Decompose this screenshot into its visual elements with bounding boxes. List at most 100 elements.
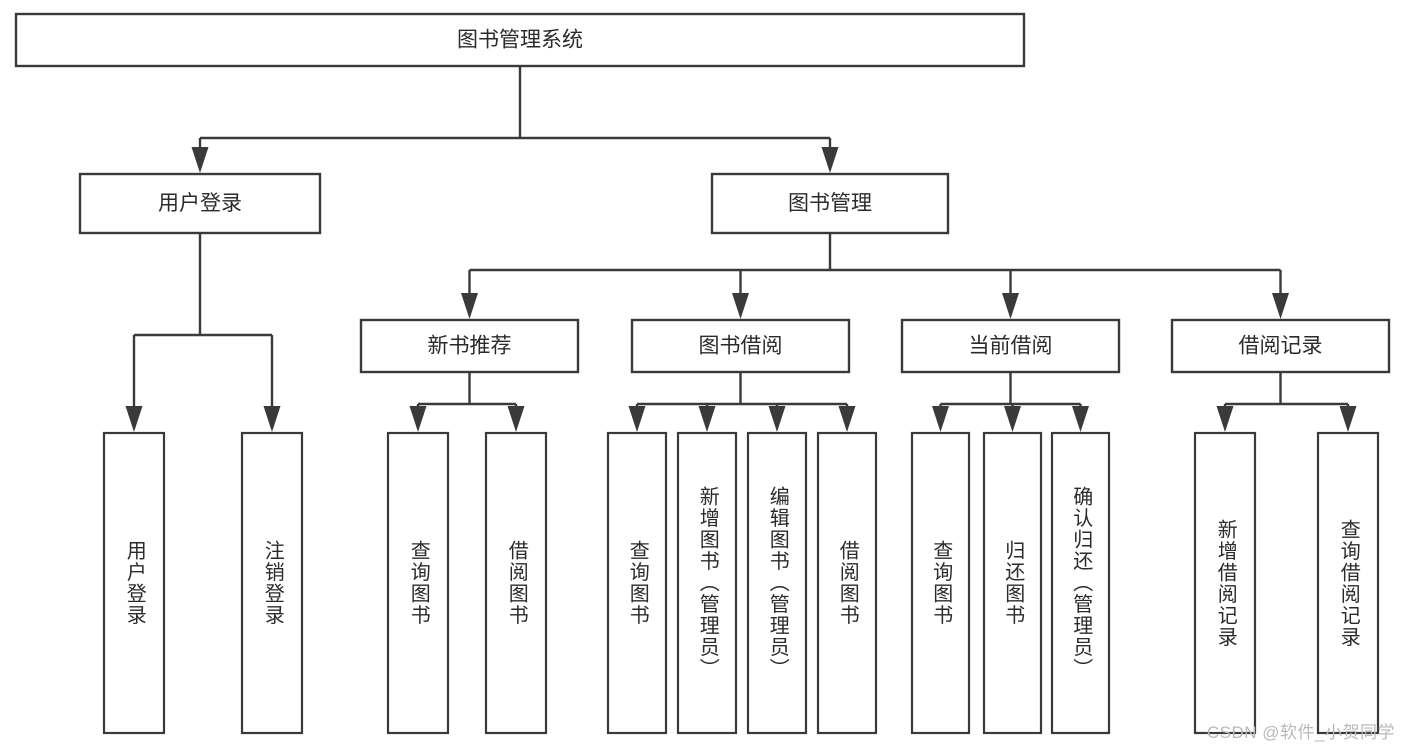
- arrowhead-icon: [461, 293, 478, 319]
- node-label-l-edit: 编辑图书（管理员）: [766, 486, 789, 680]
- node-label-l-add: 新增图书（管理员）: [696, 486, 719, 680]
- node-label-l-q3: 查询图书: [929, 540, 952, 626]
- node-root[interactable]: 图书管理系统: [14, 12, 1026, 68]
- node-box-l-q2[interactable]: [606, 431, 668, 735]
- node-box-l-return[interactable]: [982, 431, 1043, 735]
- node-box-n-current[interactable]: [900, 318, 1121, 374]
- arrowhead-icon: [1072, 406, 1089, 432]
- node-label-wrap-l-b1: 借阅图书: [486, 433, 546, 733]
- node-label-wrap-l-return: 归还图书: [984, 433, 1041, 733]
- node-label-n-login: 用户登录: [158, 192, 242, 215]
- node-label-wrap-l-q3: 查询图书: [912, 433, 969, 733]
- node-box-l-add[interactable]: [676, 431, 738, 735]
- node-l-q2[interactable]: [606, 431, 668, 735]
- node-label-wrap-l-logout: 注销登录: [242, 433, 302, 733]
- node-box-l-userlogin[interactable]: [102, 431, 166, 735]
- node-label-l-b1: 借阅图书: [505, 540, 528, 626]
- node-l-logout[interactable]: [240, 431, 304, 735]
- node-box-l-addrec[interactable]: [1193, 431, 1257, 735]
- node-label-wrap-l-userlogin: 用户登录: [104, 433, 164, 733]
- node-label-l-addrec: 新增借阅记录: [1214, 518, 1237, 648]
- arrowhead-icon: [1216, 406, 1234, 432]
- node-label-l-q2: 查询图书: [626, 540, 649, 626]
- node-l-confirm[interactable]: [1050, 431, 1111, 735]
- arrowhead-icon: [125, 406, 143, 432]
- node-label-l-userlogin: 用户登录: [123, 540, 146, 626]
- node-box-l-b2[interactable]: [816, 431, 878, 735]
- node-box-n-borrow[interactable]: [630, 318, 851, 374]
- node-label-l-b2: 借阅图书: [836, 540, 859, 626]
- node-label-n-newrec: 新书推荐: [428, 335, 512, 358]
- arrowhead-icon: [507, 406, 525, 432]
- node-label-n-history: 借阅记录: [1239, 335, 1323, 358]
- arrowhead-icon: [628, 406, 646, 432]
- node-label-wrap-l-b2: 借阅图书: [818, 433, 876, 733]
- node-l-addrec[interactable]: [1193, 431, 1257, 735]
- node-box-l-logout[interactable]: [240, 431, 304, 735]
- node-l-edit[interactable]: [746, 431, 808, 735]
- node-label-wrap-l-q2: 查询图书: [608, 433, 666, 733]
- node-box-n-newrec[interactable]: [359, 318, 580, 374]
- node-label-n-current: 当前借阅: [969, 335, 1053, 358]
- node-label-l-qrec: 查询借阅记录: [1337, 518, 1360, 648]
- node-l-userlogin[interactable]: [102, 431, 166, 735]
- node-l-b1[interactable]: [484, 431, 548, 735]
- node-n-history[interactable]: 借阅记录: [1170, 318, 1391, 374]
- node-label-wrap-l-edit: 编辑图书（管理员）: [748, 433, 806, 733]
- node-box-n-login[interactable]: [78, 172, 322, 235]
- node-l-qrec[interactable]: [1316, 431, 1380, 735]
- connector-history-fanout: [1216, 372, 1357, 432]
- arrowhead-icon: [191, 147, 209, 173]
- node-l-add[interactable]: [676, 431, 738, 735]
- node-label-root: 图书管理系统: [457, 29, 583, 52]
- node-l-q1[interactable]: [386, 431, 450, 735]
- node-box-l-edit[interactable]: [746, 431, 808, 735]
- node-n-borrow[interactable]: 图书借阅: [630, 318, 851, 374]
- node-label-wrap-l-q1: 查询图书: [388, 433, 448, 733]
- node-label-l-confirm: 确认归还（管理员）: [1069, 486, 1092, 680]
- node-n-current[interactable]: 当前借阅: [900, 318, 1121, 374]
- node-label-n-borrow: 图书借阅: [699, 335, 783, 358]
- connector-borrow-fanout: [628, 372, 856, 432]
- node-box-n-bookmgr[interactable]: [710, 172, 950, 235]
- arrowhead-icon: [821, 147, 839, 173]
- connector-bookmgr-fanout: [461, 233, 1289, 319]
- node-box-l-q1[interactable]: [386, 431, 450, 735]
- node-box-root[interactable]: [14, 12, 1026, 68]
- arrowhead-icon: [732, 293, 749, 319]
- node-n-newrec[interactable]: 新书推荐: [359, 318, 580, 374]
- node-box-l-confirm[interactable]: [1050, 431, 1111, 735]
- node-box-l-qrec[interactable]: [1316, 431, 1380, 735]
- arrowhead-icon: [932, 406, 949, 432]
- arrowhead-icon: [1339, 406, 1357, 432]
- node-n-login[interactable]: 用户登录: [78, 172, 322, 235]
- node-box-n-history[interactable]: [1170, 318, 1391, 374]
- connector-current-fanout: [932, 372, 1089, 432]
- arrowhead-icon: [768, 406, 786, 432]
- connector-root-fanout: [191, 66, 839, 173]
- node-label-l-q1: 查询图书: [407, 540, 430, 626]
- arrowhead-icon: [838, 406, 856, 432]
- arrowhead-icon: [409, 406, 427, 432]
- arrowhead-icon: [698, 406, 716, 432]
- node-box-l-q3[interactable]: [910, 431, 971, 735]
- node-label-wrap-l-confirm: 确认归还（管理员）: [1052, 433, 1109, 733]
- arrowhead-icon: [263, 406, 281, 432]
- node-l-return[interactable]: [982, 431, 1043, 735]
- connector-login-fanout: [125, 233, 281, 432]
- connector-newrec-fanout: [409, 372, 525, 432]
- node-n-bookmgr[interactable]: 图书管理: [710, 172, 950, 235]
- arrowhead-icon: [1272, 293, 1289, 319]
- node-label-l-return: 归还图书: [1001, 540, 1024, 626]
- node-label-wrap-l-qrec: 查询借阅记录: [1318, 433, 1378, 733]
- node-l-q3[interactable]: [910, 431, 971, 735]
- arrowhead-icon: [1004, 406, 1021, 432]
- node-l-b2[interactable]: [816, 431, 878, 735]
- arrowhead-icon: [1002, 293, 1019, 319]
- node-box-l-b1[interactable]: [484, 431, 548, 735]
- node-label-l-logout: 注销登录: [261, 540, 284, 626]
- edges-layer: [125, 66, 1357, 432]
